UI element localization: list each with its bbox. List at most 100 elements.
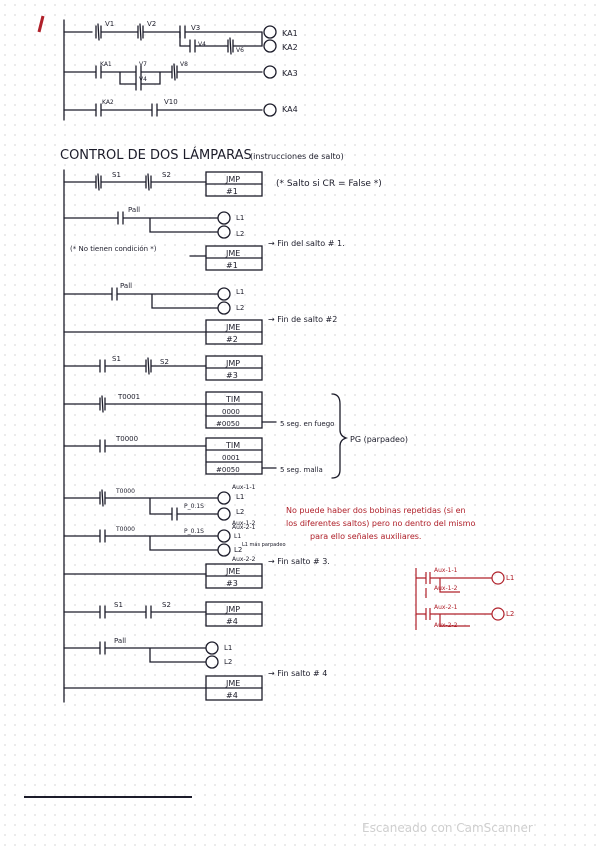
row3-label-4: V8	[180, 61, 188, 68]
jme-op-2: JME	[225, 323, 240, 332]
block1-contact-1: S1	[112, 171, 121, 179]
block2-contact: Pall	[128, 206, 140, 214]
row2-wiring	[179, 31, 263, 55]
row3-label-2: V7	[139, 61, 147, 68]
tim2-id: 0001	[222, 454, 240, 462]
block4-contact: Pall	[120, 282, 132, 290]
row4-wiring	[63, 103, 263, 117]
row4-label-2: V10	[164, 98, 178, 106]
jmp-op-1: JMP	[225, 175, 240, 184]
tim-box-2	[205, 437, 263, 475]
block-jme-1: (* No tienen condición *) JME #1 → Fin d…	[70, 239, 345, 271]
block3-note: (* No tienen condición *)	[70, 245, 157, 253]
block2-wiring	[63, 211, 211, 233]
coil-l1-block9	[205, 641, 219, 655]
block1-contact-2: S2	[162, 171, 171, 179]
row3-label-3: V4	[139, 76, 147, 83]
block4-end-note: → Fin de salto #2	[268, 315, 337, 324]
section-subtitle: (instrucciones de salto)	[250, 152, 344, 161]
timer1-wiring	[63, 395, 207, 413]
coil-label-l1-b2: L1	[236, 214, 244, 222]
aux2b-label: Aux-2-2	[232, 556, 256, 563]
jme-op-4: JME	[225, 679, 240, 688]
block-jmp-3: S1 S2 JMP #3	[63, 355, 263, 381]
block-flash: T0000 P_0.1S Aux-1-1 Aux-1-2 L1 L2 T0000…	[63, 484, 475, 563]
jme-num-4: #4	[226, 691, 238, 700]
flash1-coil-l1: L1	[236, 493, 244, 501]
block1-note: (* Salto si CR = False *)	[276, 179, 382, 189]
row4-label-1: KA2	[102, 99, 114, 106]
aux1-label: Aux-1-1	[232, 484, 256, 491]
flash2-side-note: L1 más parpadeo	[242, 541, 286, 548]
row1-label-1: V1	[105, 20, 114, 28]
aux-row1-wiring	[416, 572, 492, 598]
jmp-num-4: #4	[226, 617, 238, 626]
coil-l2-block2	[217, 225, 231, 239]
block-jme-3: JME #3 → Fin salto # 3.	[63, 557, 330, 589]
flash1-coil-l2: L2	[236, 508, 244, 516]
row3-label-1: KA1	[100, 61, 112, 68]
brace	[331, 393, 349, 479]
aux2-label: Aux-2-1	[232, 524, 256, 531]
red-note-1: No puede haber dos bobinas repetidas (si…	[286, 506, 466, 515]
coil-label-l2-b4: L2	[236, 304, 244, 312]
timer1-contact: T0001	[117, 393, 140, 401]
coil-aux1-1	[217, 491, 231, 505]
jme-op-3: JME	[225, 567, 240, 576]
flash1-pall: P_0.1S	[184, 503, 204, 510]
jmp-op-4: JMP	[225, 605, 240, 614]
coil-l1-block4	[217, 287, 231, 301]
jme-num-3: #3	[226, 579, 238, 588]
row2-label-2: V6	[236, 47, 244, 54]
flash1-contact: T0000	[115, 488, 135, 495]
block-jmp-4: S1 S2 JMP #4	[63, 601, 263, 627]
coil-aux2-2	[217, 543, 231, 557]
block5-contact-1: S1	[112, 355, 121, 363]
jme-num-2: #2	[226, 335, 238, 344]
flash2-wiring	[63, 529, 219, 551]
coil-label-ka1: KA1	[282, 29, 298, 38]
block8-contact-2: S2	[162, 601, 171, 609]
timer2-contact: T0000	[115, 435, 138, 443]
coil-label-l1-b4: L1	[236, 288, 244, 296]
block5-contact-2: S2	[160, 358, 169, 366]
coil-label-ka4: KA4	[282, 105, 298, 114]
block4-wiring	[63, 287, 211, 309]
coil-l1-block2	[217, 211, 231, 225]
jmp-op-3: JMP	[225, 359, 240, 368]
coil-ka3	[263, 65, 277, 79]
tim2-preset: #0050	[216, 466, 240, 474]
coil-l2-block9	[205, 655, 219, 669]
flash1-wiring	[63, 489, 219, 521]
jmp-num-3: #3	[226, 371, 238, 380]
row1-wiring	[63, 23, 263, 41]
block1-wiring	[63, 173, 207, 191]
coil-label-l1-b9: L1	[224, 644, 232, 652]
tim1-preset: #0050	[216, 420, 240, 428]
tim1-note: 5 seg. en fuego	[280, 420, 334, 428]
timer-block: T0001 TIM 0000 #0050 5 seg. en fuego T00…	[63, 391, 408, 479]
block9-contact: Pall	[114, 637, 126, 645]
camscanner-watermark: Escaneado con CamScanner	[362, 821, 533, 835]
aux-row2-c2: Aux-2-2	[434, 622, 458, 629]
aux1b-label: Aux-1-2	[232, 520, 256, 527]
block-jmp-1: S1 S2 JMP #1 (* Salto si CR = False *)	[63, 171, 382, 197]
tim1-id: 0000	[222, 408, 240, 416]
margin-mark	[37, 15, 45, 33]
coil-label-ka2: KA2	[282, 43, 298, 52]
section-title: CONTROL DE DOS LÁMPARAS	[60, 147, 252, 163]
block8-contact-1: S1	[114, 601, 123, 609]
top-ladder: V1 V2 V3 KA1 V4 V6 KA2 KA1 V7 V4 V8 KA3 …	[63, 19, 298, 121]
block3-end-note: → Fin del salto # 1.	[268, 239, 345, 248]
aux-coil-l1-label: L1	[506, 574, 514, 582]
row1-label-3: V3	[191, 24, 200, 32]
row3-wiring	[63, 63, 263, 91]
block9-end-note: → Fin salto # 4	[268, 669, 327, 678]
aux-circuit: Aux-1-1 Aux-1-2 L1 Aux-2-1 Aux-2-2 L2	[415, 567, 514, 630]
coil-ka2	[263, 39, 277, 53]
jme-op-1: JME	[225, 249, 240, 258]
block5-wiring	[63, 357, 207, 375]
aux-row1-c1: Aux-1-1	[434, 567, 458, 574]
row1-label-2: V2	[147, 20, 156, 28]
